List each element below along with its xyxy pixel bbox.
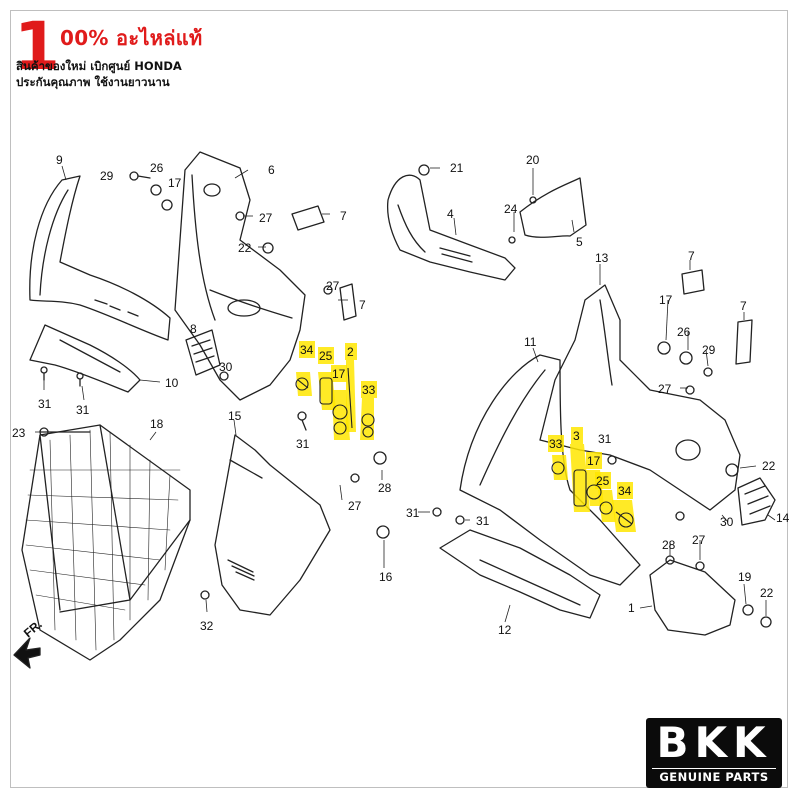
direction-label: FR. <box>21 617 45 640</box>
callout-27d: 27 <box>658 382 672 396</box>
part-18-basket <box>21 424 191 661</box>
callout-26b: 26 <box>677 325 691 339</box>
part-5-lid <box>519 177 587 238</box>
highlight-17a <box>331 365 347 382</box>
callout-7c: 7 <box>688 249 695 263</box>
part-9-side-panel <box>29 175 171 341</box>
callout-34a: 34 <box>300 343 314 357</box>
bkk-logo: BKK GENUINE PARTS <box>646 718 782 788</box>
callout-13: 13 <box>595 251 609 265</box>
callout-26a: 26 <box>150 161 164 175</box>
callout-30a: 30 <box>219 360 233 374</box>
callout-31e: 31 <box>476 514 490 528</box>
front-direction-arrow <box>13 637 41 669</box>
banner-headline: 00% อะไหล่แท้ <box>60 26 203 50</box>
callout-1: 1 <box>628 601 635 615</box>
highlight-33a <box>361 381 377 398</box>
callout-14: 14 <box>776 511 790 525</box>
highlight-25a <box>318 347 334 364</box>
callout-21: 21 <box>450 161 464 175</box>
part-7-pad <box>291 205 325 231</box>
callout-18: 18 <box>150 417 164 431</box>
callout-28a: 28 <box>378 481 392 495</box>
fasteners <box>39 164 772 628</box>
callout-34b: 34 <box>618 484 632 498</box>
callout-7d: 7 <box>740 299 747 313</box>
callout-33a: 33 <box>362 383 376 397</box>
part-10-under-panel <box>29 324 141 393</box>
callout-27e: 27 <box>692 533 706 547</box>
callout-6: 6 <box>268 163 275 177</box>
callout-27b: 27 <box>326 279 340 293</box>
callout-17c: 17 <box>659 293 673 307</box>
image-frame <box>10 10 788 788</box>
callout-25b: 25 <box>596 474 610 488</box>
callout-7a: 7 <box>340 209 347 223</box>
callout-22b: 22 <box>762 459 776 473</box>
part-6-inner-cover <box>174 151 306 401</box>
part-14-bracket <box>737 477 776 526</box>
callout-31f: 31 <box>598 432 612 446</box>
callout-24: 24 <box>504 202 518 216</box>
highlight-34a <box>299 341 315 358</box>
callout-29b: 29 <box>702 343 716 357</box>
logo-brand: BKK <box>656 718 772 767</box>
callout-31b: 31 <box>76 403 90 417</box>
highlight-17b <box>586 452 602 469</box>
callout-19: 19 <box>738 570 752 584</box>
callout-30b: 30 <box>720 515 734 529</box>
callout-17a: 17 <box>168 176 182 190</box>
callout-27c: 27 <box>348 499 362 513</box>
callout-10: 10 <box>165 376 179 390</box>
callout-23: 23 <box>12 426 26 440</box>
callout-20: 20 <box>526 153 540 167</box>
callout-4: 4 <box>447 207 454 221</box>
callout-33b: 33 <box>549 437 563 451</box>
banner-big-digit: 1 <box>14 8 60 85</box>
callout-16: 16 <box>379 570 393 584</box>
part-11-front-shield <box>459 354 641 586</box>
callout-28b: 28 <box>662 538 676 552</box>
callout-8: 8 <box>190 322 197 336</box>
callout-11: 11 <box>524 335 537 349</box>
part-13-inner-cover <box>539 284 741 511</box>
callout-32: 32 <box>200 619 214 633</box>
part-15-leg-shield <box>214 434 331 616</box>
callout-22c: 22 <box>760 586 774 600</box>
logo-tagline: GENUINE PARTS <box>652 768 776 784</box>
part-8-bracket <box>185 329 221 376</box>
part-1-lower-cover <box>649 559 736 636</box>
callout-5: 5 <box>576 235 583 249</box>
callout-31d: 31 <box>406 506 420 520</box>
part-4-center-cover <box>386 174 516 281</box>
part-12-floor-cover <box>439 529 601 619</box>
callout-27a: 27 <box>259 211 273 225</box>
callout-7b: 7 <box>359 298 366 312</box>
callout-9: 9 <box>56 153 63 167</box>
callout-3: 3 <box>573 429 580 443</box>
callout-25a: 25 <box>319 349 333 363</box>
highlight-33b <box>548 435 564 452</box>
banner-new-product-line: สินค้าของใหม่ เบิกศูนย์ HONDA <box>16 59 182 73</box>
highlight-2 <box>345 343 357 360</box>
callout-12: 12 <box>498 623 512 637</box>
highlight-34b <box>617 482 633 499</box>
callout-17b: 17 <box>332 367 346 381</box>
banner-warranty-line: ประกันคุณภาพ ใช้งานยาวนาน <box>16 75 170 89</box>
callout-29a: 29 <box>100 169 114 183</box>
callout-2: 2 <box>347 345 354 359</box>
callout-31a: 31 <box>38 397 52 411</box>
highlight-group-right <box>548 427 636 532</box>
callout-15: 15 <box>228 409 242 423</box>
highlight-3 <box>571 427 583 444</box>
callout-17d: 17 <box>587 454 601 468</box>
callout-22a: 22 <box>238 241 252 255</box>
callout-31c: 31 <box>296 437 310 451</box>
